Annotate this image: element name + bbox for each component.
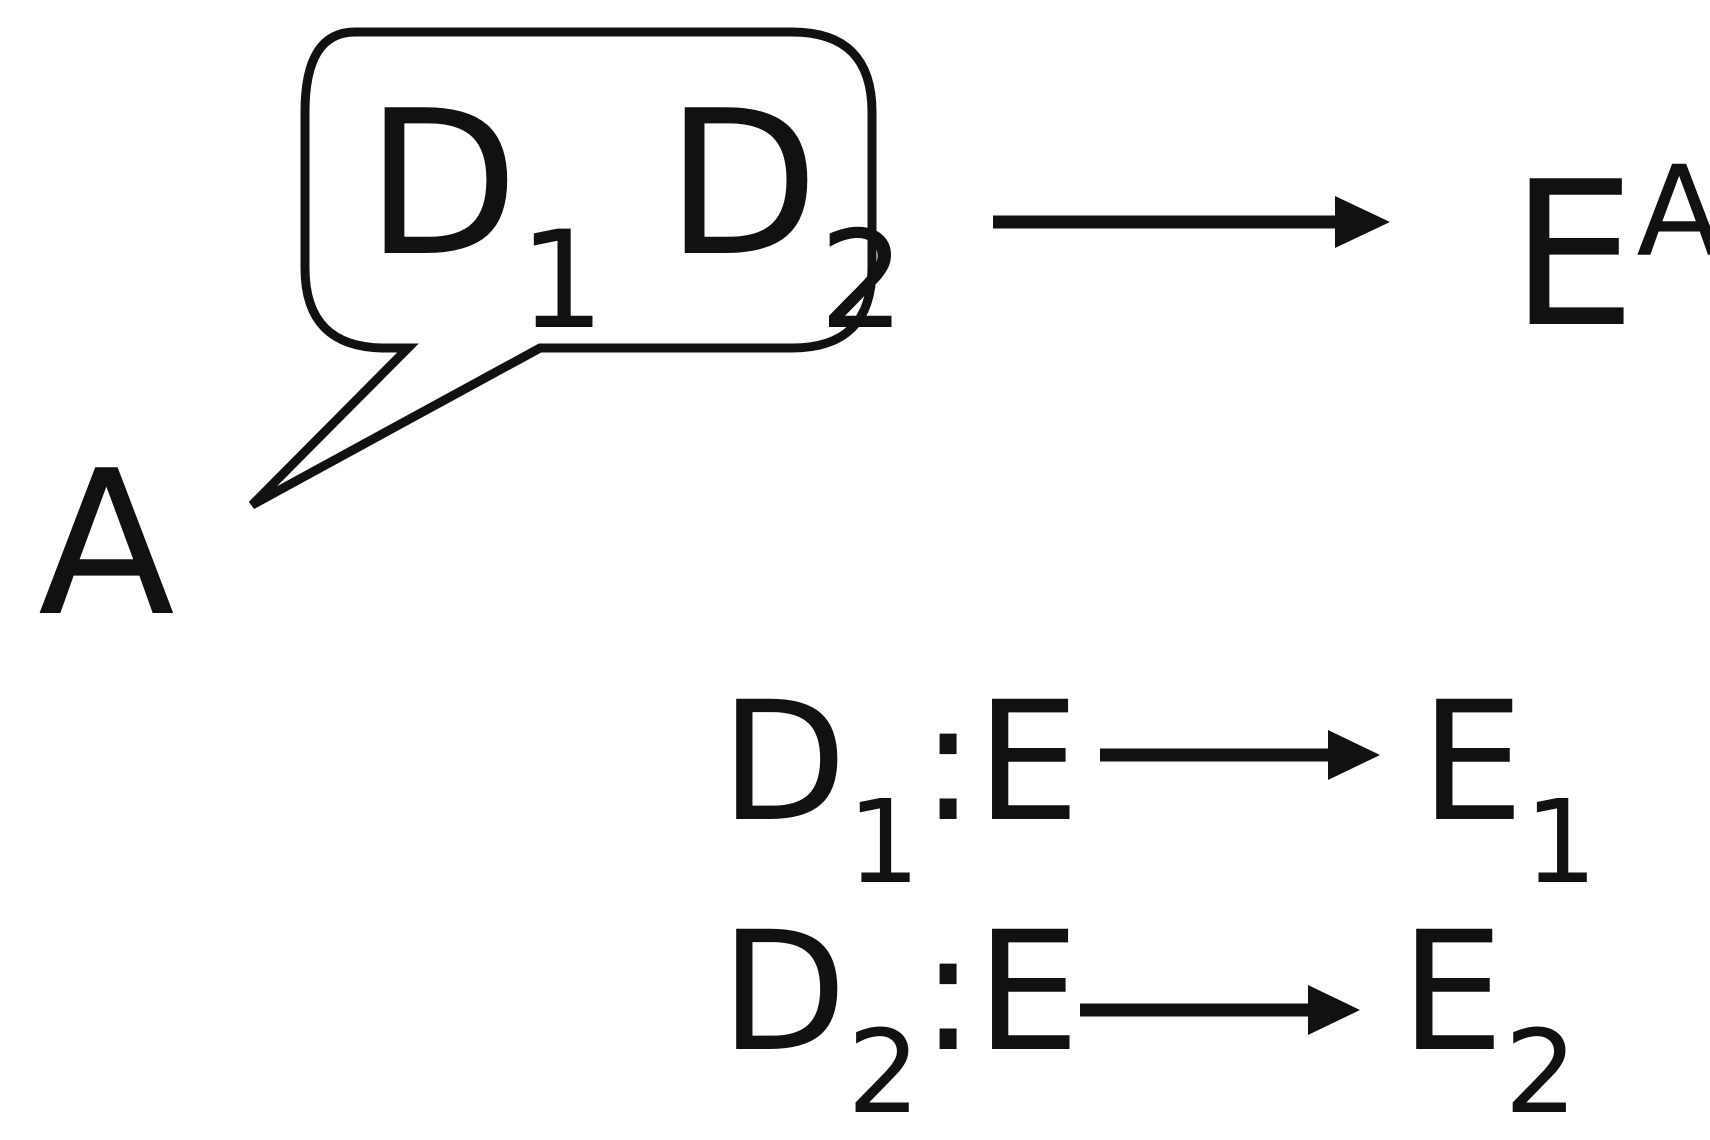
mapping-2-source: D2:E bbox=[720, 910, 1080, 1131]
mapping-1-to-subscript: 1 bbox=[1524, 776, 1598, 911]
mapping-arrow-2 bbox=[1080, 985, 1360, 1035]
mapping-arrow-1 bbox=[1100, 730, 1380, 780]
mapping-2-domain: E bbox=[975, 896, 1081, 1088]
bubble-item-2-base: D bbox=[665, 68, 820, 301]
main-arrow bbox=[993, 196, 1390, 248]
mapping-1-from-subscript: 1 bbox=[847, 776, 921, 911]
mapping-2-colon: : bbox=[920, 896, 976, 1088]
result-base: E bbox=[1510, 138, 1637, 372]
mapping-2-from-base: D bbox=[720, 896, 848, 1088]
mapping-1-colon: : bbox=[920, 666, 976, 858]
bubble-item-1-base: D bbox=[365, 68, 520, 301]
mapping-2-from-subscript: 2 bbox=[847, 1006, 921, 1140]
mapping-1-from-base: D bbox=[720, 666, 848, 858]
mapping-1-to-base: E bbox=[1420, 666, 1525, 858]
mapping-1-target: E1 bbox=[1420, 680, 1597, 901]
result-label: EA bbox=[1510, 150, 1710, 356]
bubble-content: D1 D2 bbox=[365, 68, 906, 360]
mapping-2-to-base: E bbox=[1400, 896, 1505, 1088]
mapping-1-source: D1:E bbox=[720, 680, 1080, 901]
mapping-1-domain: E bbox=[975, 666, 1081, 858]
mapping-2-to-subscript: 2 bbox=[1504, 1006, 1578, 1140]
mapping-2-target: E2 bbox=[1400, 910, 1577, 1131]
bubble-item-1-subscript: 1 bbox=[519, 202, 605, 360]
bubble-item-2-subscript: 2 bbox=[819, 202, 906, 360]
result-superscript: A bbox=[1636, 140, 1710, 285]
speaker-label: A bbox=[38, 428, 175, 661]
speech-bubble bbox=[248, 27, 877, 509]
